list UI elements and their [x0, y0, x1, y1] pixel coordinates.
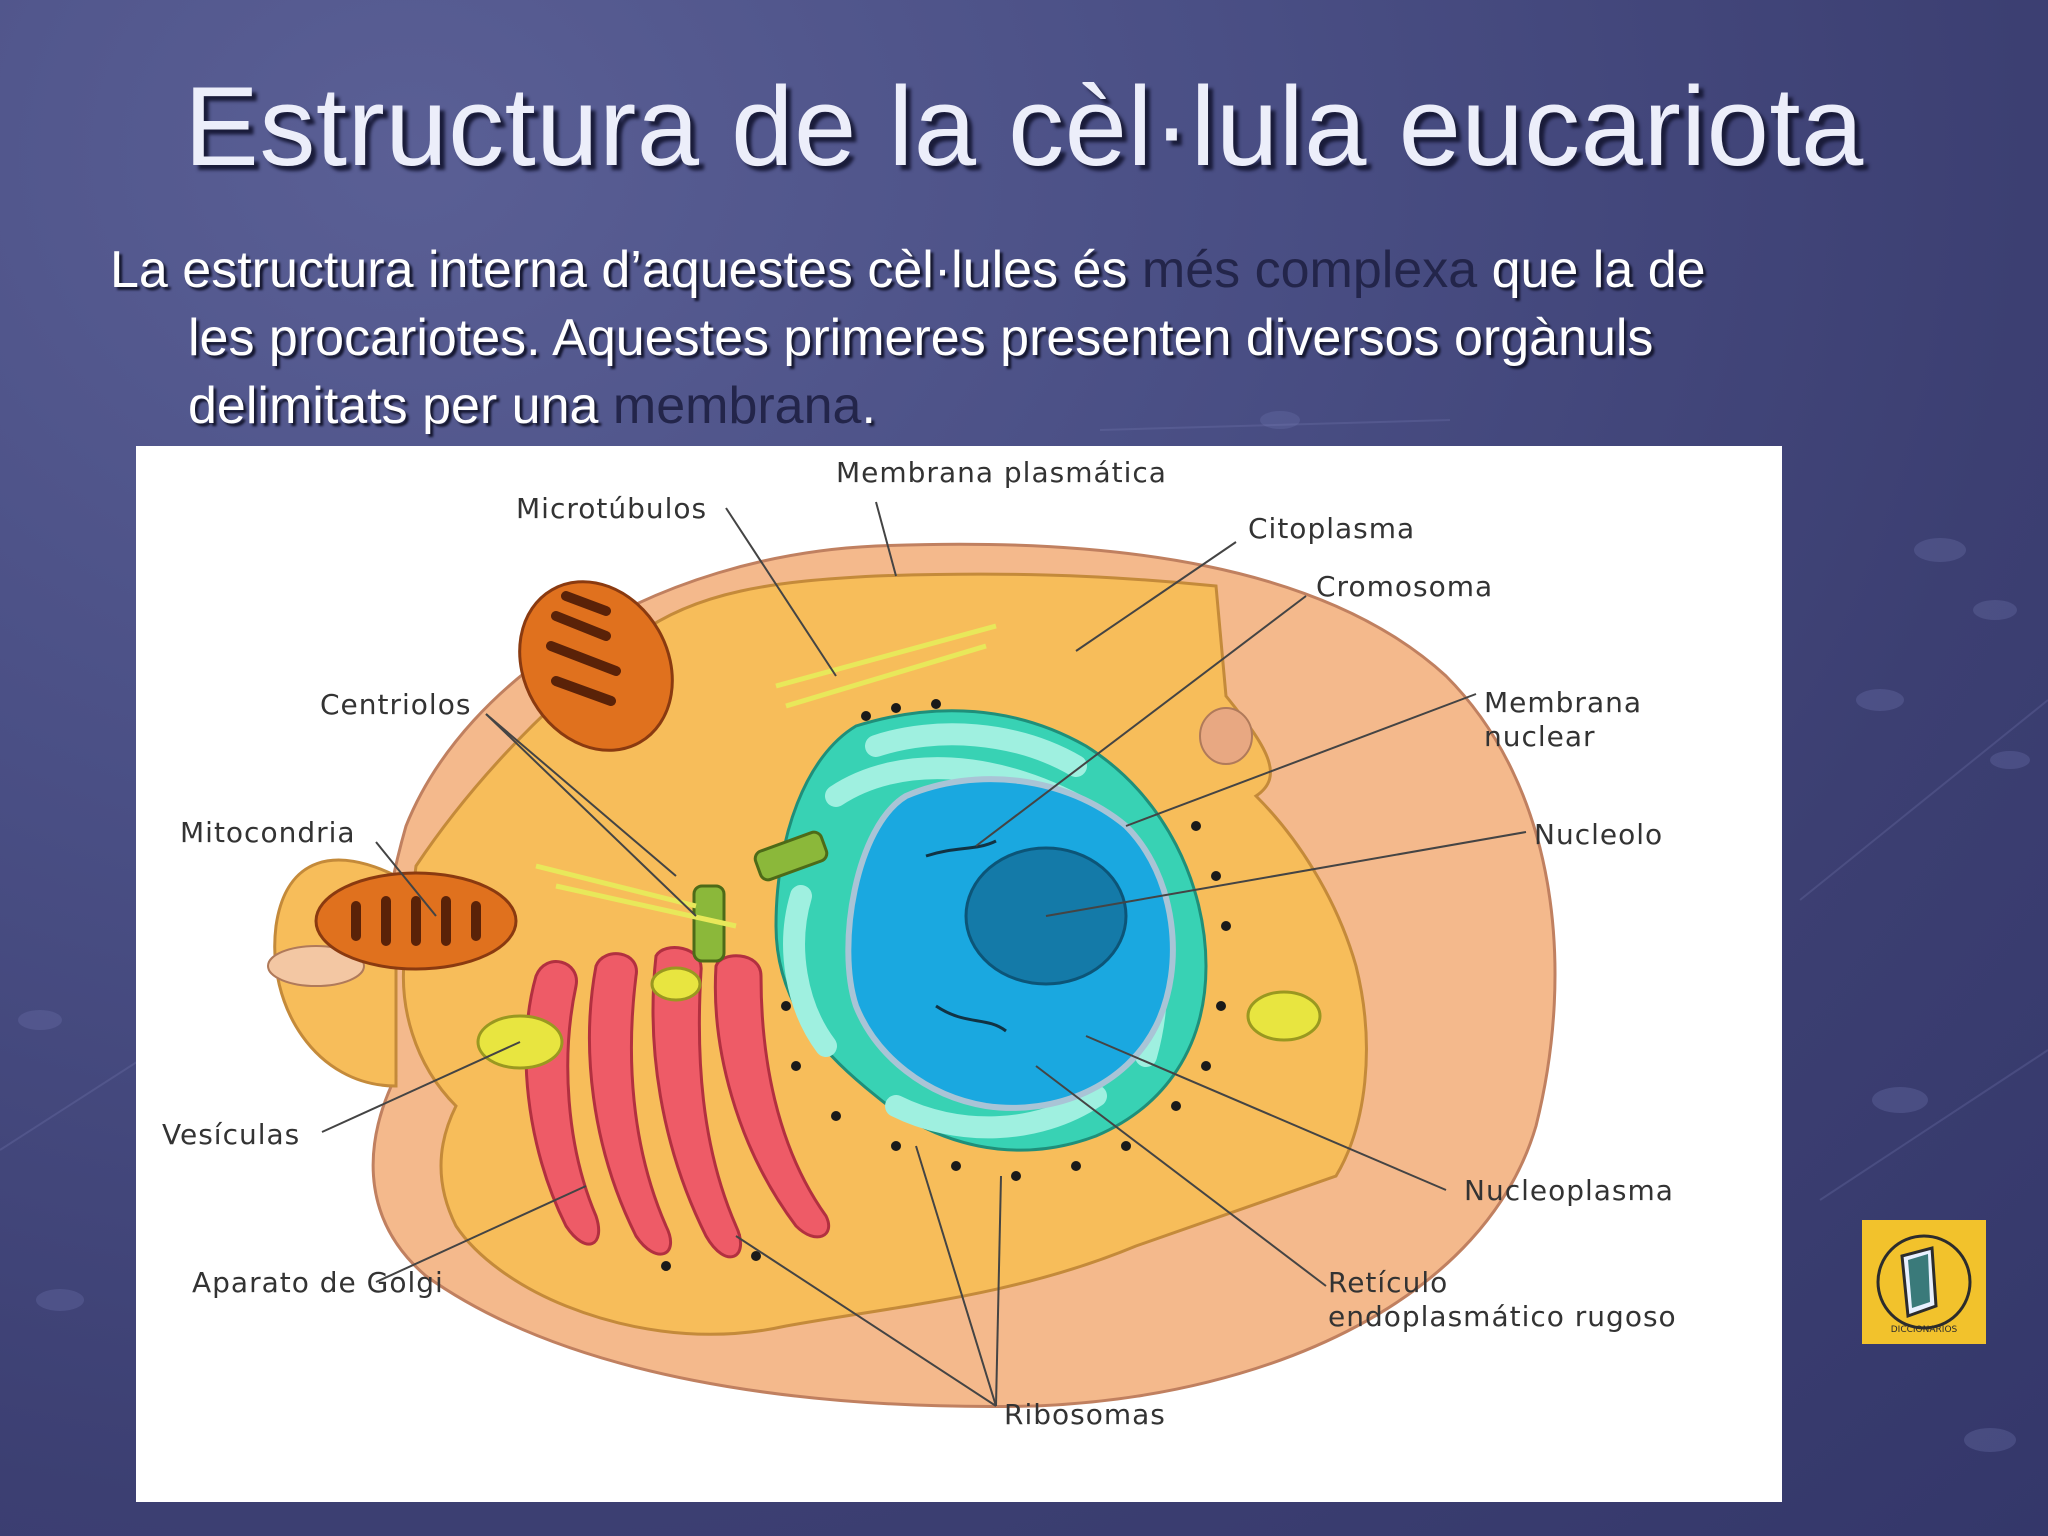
- paragraph-line3: delimitats per una membrana.: [110, 372, 1910, 440]
- leader-lines: [321, 501, 1527, 1407]
- intro-paragraph: La estructura interna d’aquestes cèl·lul…: [110, 236, 1910, 440]
- label-membrana-nuclear-1: Membrana: [1484, 686, 1642, 719]
- book-icon: DICCIONARIOS: [1876, 1234, 1972, 1335]
- paragraph-text: delimitats per una: [188, 377, 613, 435]
- label-cromosoma: Cromosoma: [1316, 570, 1493, 603]
- paragraph-text: .: [861, 377, 876, 435]
- chromosome-strand: [935, 1004, 1007, 1033]
- cell-diagram: Microtúbulos Membrana plasmática Citopla…: [136, 446, 1782, 1502]
- paragraph-line2: les procariotes. Aquestes primeres prese…: [188, 309, 1654, 367]
- label-vesiculas: Vesículas: [162, 1118, 300, 1151]
- cell-illustration: Microtúbulos Membrana plasmática Citopla…: [162, 456, 1677, 1431]
- label-nucleoplasma: Nucleoplasma: [1464, 1174, 1674, 1207]
- diccionarios-logo: DICCIONARIOS: [1862, 1220, 1986, 1344]
- label-membrana-plasmatica: Membrana plasmática: [836, 456, 1167, 489]
- label-centriolos: Centriolos: [320, 688, 471, 721]
- mitochondria: [314, 580, 674, 971]
- label-membrana-nuclear-2: nuclear: [1484, 720, 1596, 753]
- label-reticulo-2: endoplasmático rugoso: [1328, 1300, 1677, 1333]
- chromosome-strand: [925, 839, 997, 858]
- membrane-fold: [267, 945, 365, 987]
- microtubules: [535, 623, 997, 929]
- label-nucleolo: Nucleolo: [1534, 818, 1663, 851]
- centrioles: [692, 830, 829, 963]
- paragraph-line1: La estructura interna d’aquestes cèl·lul…: [110, 241, 1706, 299]
- label-aparato-golgi: Aparato de Golgi: [192, 1266, 444, 1299]
- golgi-apparatus: [524, 946, 831, 1259]
- logo-text: DICCIONARIOS: [1891, 1325, 1958, 1335]
- label-ribosomas: Ribosomas: [1004, 1398, 1166, 1431]
- slide-title: Estructura de la cèl·lula eucariota: [184, 64, 1864, 189]
- label-citoplasma: Citoplasma: [1248, 512, 1415, 545]
- paragraph-text: que la de: [1477, 241, 1706, 299]
- membrane-notch: [1199, 707, 1253, 765]
- label-mitocondria: Mitocondria: [180, 816, 356, 849]
- label-microtubulos: Microtúbulos: [516, 492, 707, 525]
- highlight-mes-complexa: més complexa: [1141, 241, 1478, 299]
- label-reticulo-1: Retículo: [1328, 1266, 1448, 1299]
- highlight-membrana: membrana: [612, 377, 862, 435]
- paragraph-text: La estructura interna d’aquestes cèl·lul…: [110, 241, 1142, 299]
